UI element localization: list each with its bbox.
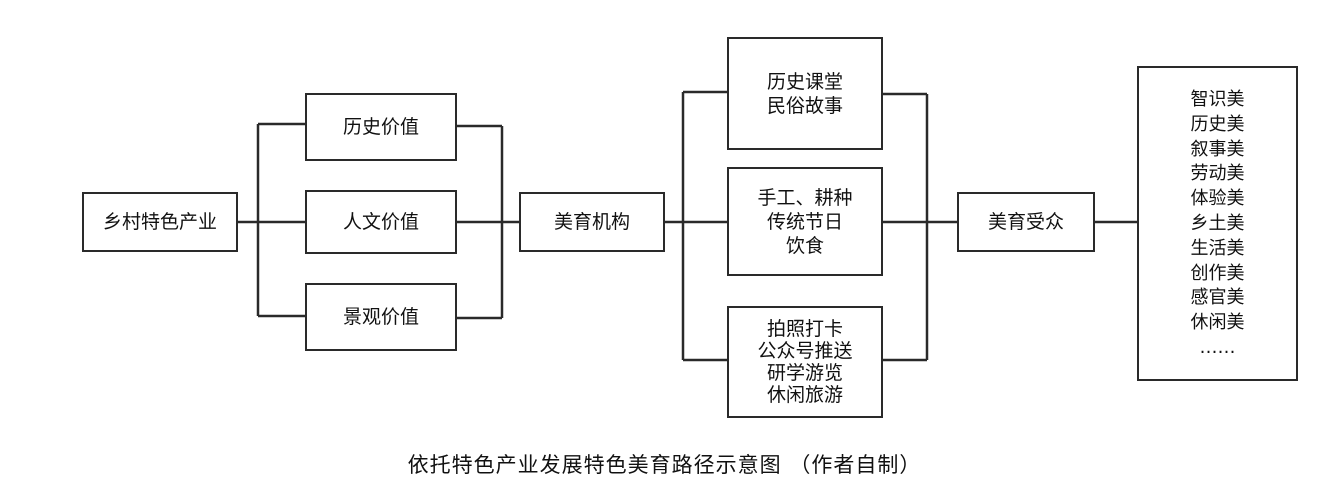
node-education-audience: 美育受众 [957, 192, 1095, 252]
beauty-type-experience: 体验美 [1190, 188, 1245, 210]
node-value-landscape: 景观价值 [305, 283, 457, 351]
node-education-institution: 美育机构 [519, 192, 665, 252]
beauty-type-history: 历史美 [1190, 113, 1245, 135]
node-beauty-types: 智识美 历史美 叙事美 劳动美 体验美 乡土美 生活美 创作美 感官美 休闲美 … [1137, 66, 1298, 381]
beauty-type-labor: 劳动美 [1190, 163, 1245, 185]
node-channel-history: 历史课堂 民俗故事 [727, 37, 883, 150]
beauty-type-rural: 乡土美 [1190, 212, 1245, 234]
node-channel-craft: 手工、耕种 传统节日 饮食 [727, 167, 883, 276]
node-value-history: 历史价值 [305, 93, 457, 161]
beauty-type-creation: 创作美 [1190, 262, 1245, 284]
node-channel-tourism-line-2: 公众号推送 [757, 340, 853, 362]
node-value-humanity: 人文价值 [305, 190, 457, 254]
node-channel-tourism-line-4: 休闲旅游 [766, 384, 843, 406]
node-channel-history-line-1: 历史课堂 [766, 70, 843, 93]
node-channel-craft-line-1: 手工、耕种 [757, 186, 853, 209]
node-value-humanity-label: 人文价值 [342, 211, 419, 233]
node-channel-craft-line-3: 饮食 [785, 234, 824, 257]
figure-caption: 依托特色产业发展特色美育路径示意图 （作者自制） [407, 453, 922, 477]
node-channel-tourism-line-3: 研学游览 [766, 362, 843, 384]
node-rural-industry-label: 乡村特色产业 [102, 211, 217, 233]
beauty-type-leisure: 休闲美 [1190, 312, 1245, 334]
node-channel-history-line-2: 民俗故事 [766, 94, 843, 117]
node-channel-craft-line-2: 传统节日 [766, 210, 843, 233]
node-education-audience-label: 美育受众 [987, 211, 1064, 233]
node-channel-tourism: 拍照打卡 公众号推送 研学游览 休闲旅游 [727, 306, 883, 418]
beauty-type-sensory: 感官美 [1190, 287, 1245, 309]
beauty-type-life: 生活美 [1190, 237, 1245, 259]
beauty-type-narrative: 叙事美 [1190, 138, 1245, 160]
node-education-institution-label: 美育机构 [553, 211, 630, 233]
node-value-history-label: 历史价值 [342, 116, 419, 138]
node-value-landscape-label: 景观价值 [342, 306, 419, 328]
beauty-type-ellipsis: …… [1199, 336, 1236, 358]
node-channel-tourism-line-1: 拍照打卡 [766, 318, 843, 340]
node-rural-industry: 乡村特色产业 [82, 192, 238, 252]
beauty-type-intellect: 智识美 [1190, 89, 1245, 110]
